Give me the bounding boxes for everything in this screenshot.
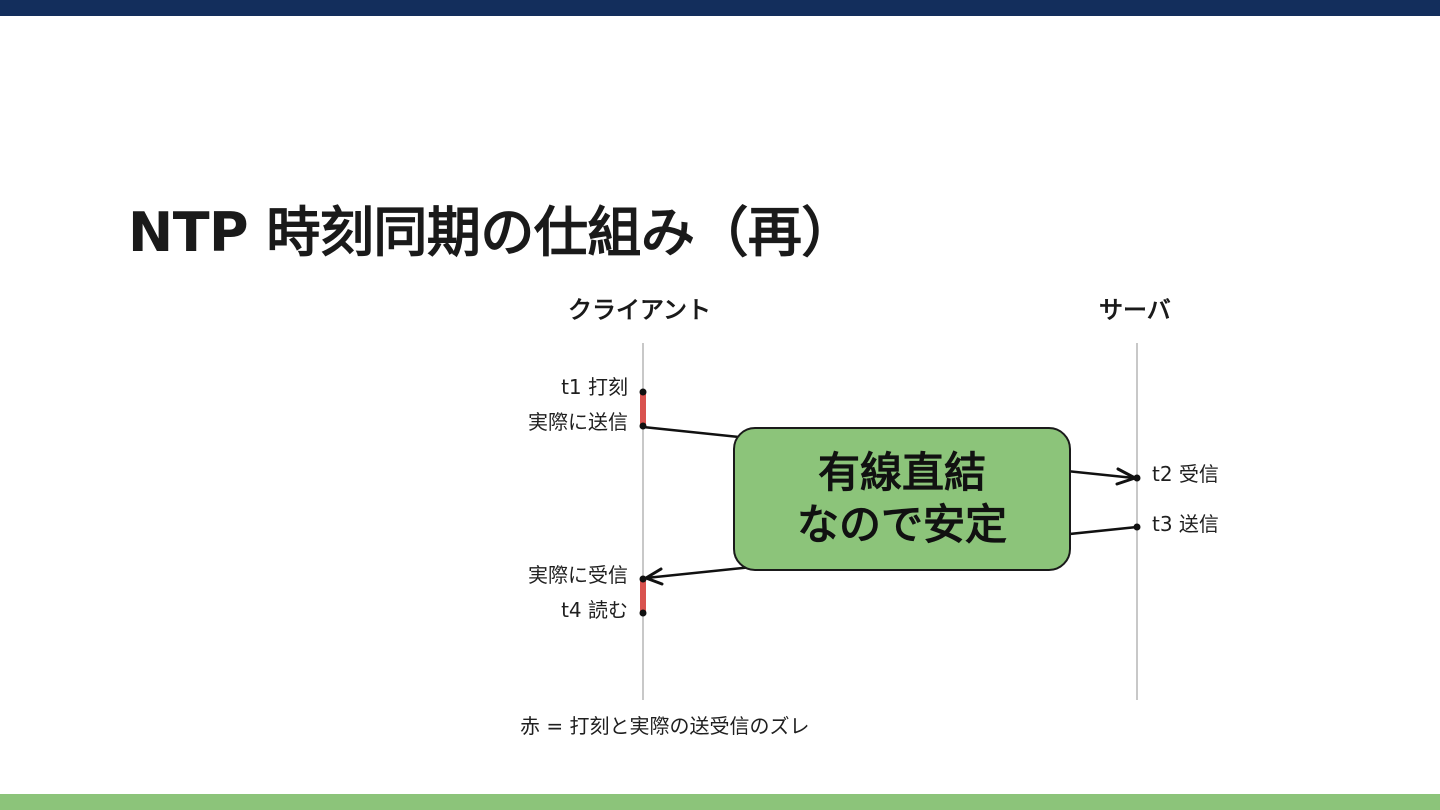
- recv-actual-label: 実際に受信: [528, 563, 628, 587]
- t3-label: t3 送信: [1152, 512, 1219, 536]
- t4-point: [639, 609, 647, 617]
- server-lane-heading: サーバ: [1099, 296, 1171, 324]
- top-accent-bar: [0, 0, 1440, 16]
- legend-caption: 赤 = 打刻と実際の送受信のズレ: [520, 714, 810, 738]
- bottom-accent-bar: [0, 794, 1440, 810]
- t1-point: [639, 388, 647, 396]
- send-actual-label: 実際に送信: [528, 410, 628, 434]
- t2-label: t2 受信: [1152, 462, 1219, 486]
- t4-label: t4 読む: [561, 598, 628, 622]
- send-actual-point: [639, 422, 647, 430]
- client-lane-heading: クライアント: [568, 296, 712, 324]
- t2-point: [1133, 474, 1141, 482]
- t3-point: [1133, 523, 1141, 531]
- note-line-2: なので安定: [796, 500, 1007, 549]
- t1-label: t1 打刻: [561, 375, 628, 399]
- recv-actual-point: [639, 575, 647, 583]
- note-line-1: 有線直結: [817, 448, 986, 497]
- wired-connection-note: 有線直結 なので安定: [733, 427, 1071, 571]
- slide-title: NTP 時刻同期の仕組み（再）: [128, 201, 855, 264]
